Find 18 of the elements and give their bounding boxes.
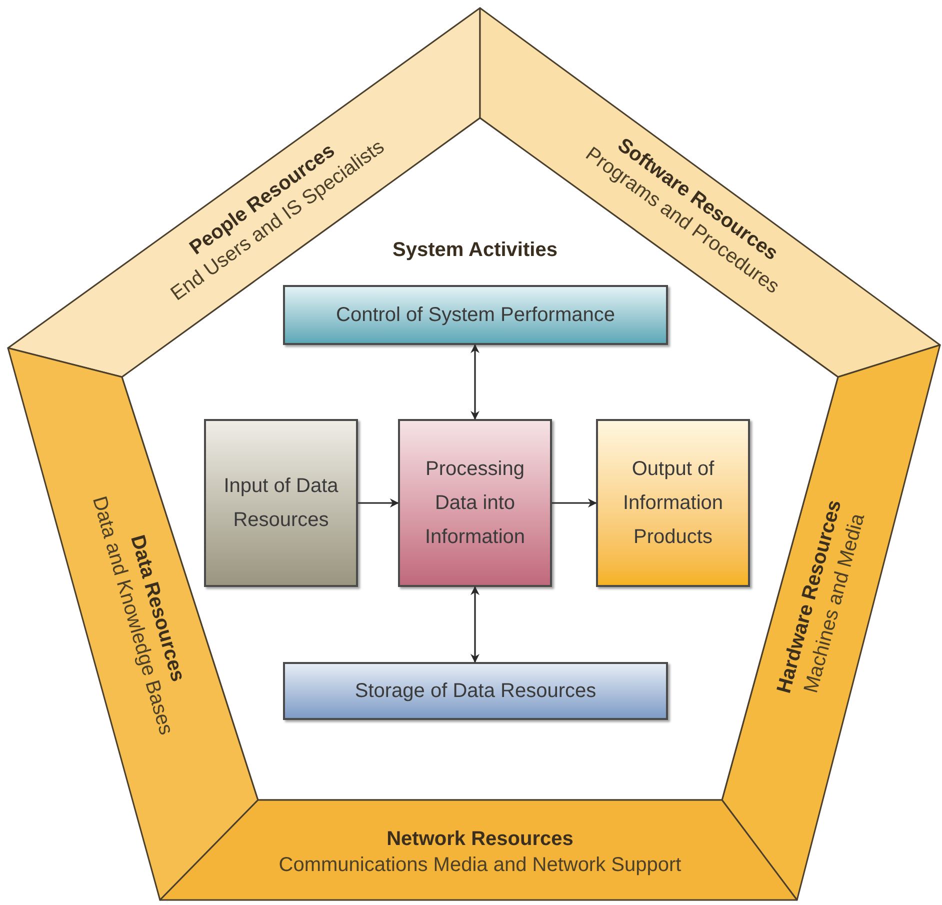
- box-label: Control of System Performance: [336, 303, 615, 328]
- process-box: [283, 285, 668, 345]
- box-label: Processing Data into Information: [424, 457, 526, 550]
- process-box: [283, 662, 668, 720]
- box-label: Output of Information Products: [622, 457, 724, 550]
- arrow: [552, 498, 597, 508]
- process-box: [596, 419, 750, 587]
- arrow: [358, 498, 399, 508]
- arrow: [470, 586, 480, 663]
- process-box: [398, 419, 552, 587]
- box-label: Input of Data Resources: [222, 474, 340, 533]
- box-label: Storage of Data Resources: [354, 679, 596, 704]
- band-heading: Network Resources: [386, 827, 574, 852]
- band-text: Communications Media and Network Support: [278, 853, 682, 878]
- arrow: [470, 344, 480, 420]
- resource-band: [722, 345, 940, 900]
- panel-title: System Activities: [392, 238, 558, 263]
- process-box: [204, 419, 358, 587]
